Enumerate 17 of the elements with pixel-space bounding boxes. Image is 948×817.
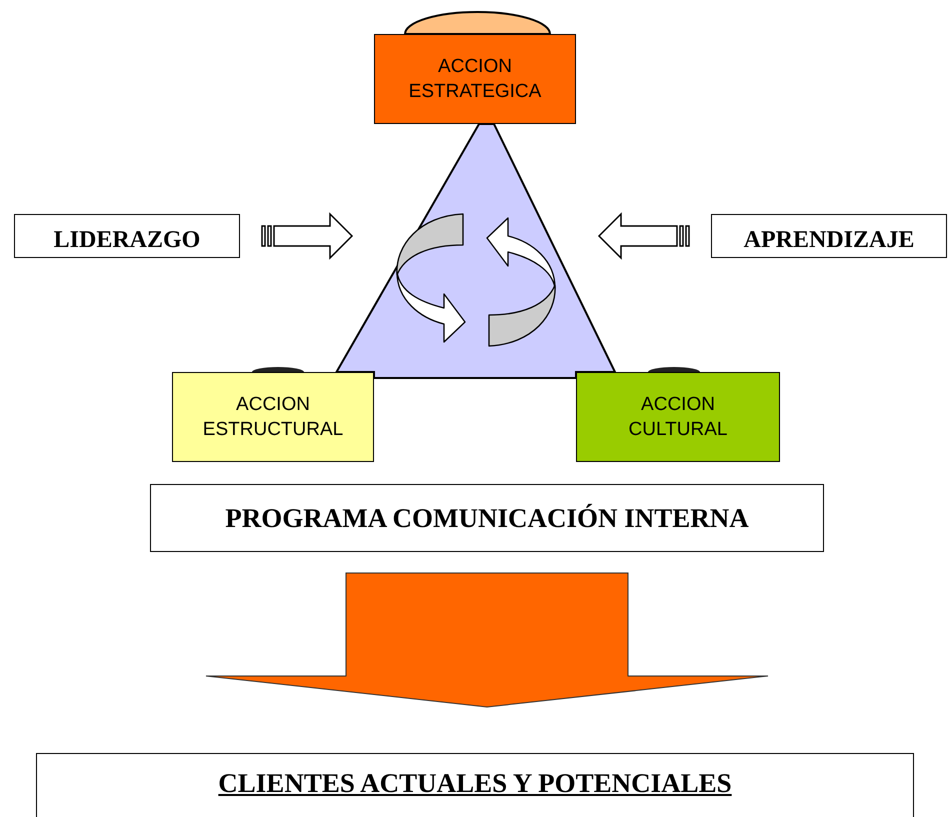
action-box [374, 34, 576, 124]
banner-title: CLIENTES ACTUALES Y POTENCIALES [218, 768, 732, 799]
banner-box [36, 753, 914, 817]
box-label: LIDERAZGO [54, 226, 200, 254]
action-box [576, 372, 780, 462]
box-label: ACCION ESTRATEGICA [408, 55, 542, 104]
label-box [711, 214, 947, 258]
banner-box [150, 484, 824, 552]
block-arrow [206, 572, 768, 708]
box-label: ACCION CULTURAL [628, 393, 728, 442]
label-box [14, 214, 240, 258]
action-box [172, 372, 374, 462]
box-label: APRENDIZAJE [744, 226, 914, 254]
banner-title: PROGRAMA COMUNICACIÓN INTERNA [225, 502, 749, 534]
block-arrow [598, 212, 690, 260]
block-arrow [261, 212, 354, 260]
box-label: ACCION ESTRUCTURAL [202, 393, 344, 442]
